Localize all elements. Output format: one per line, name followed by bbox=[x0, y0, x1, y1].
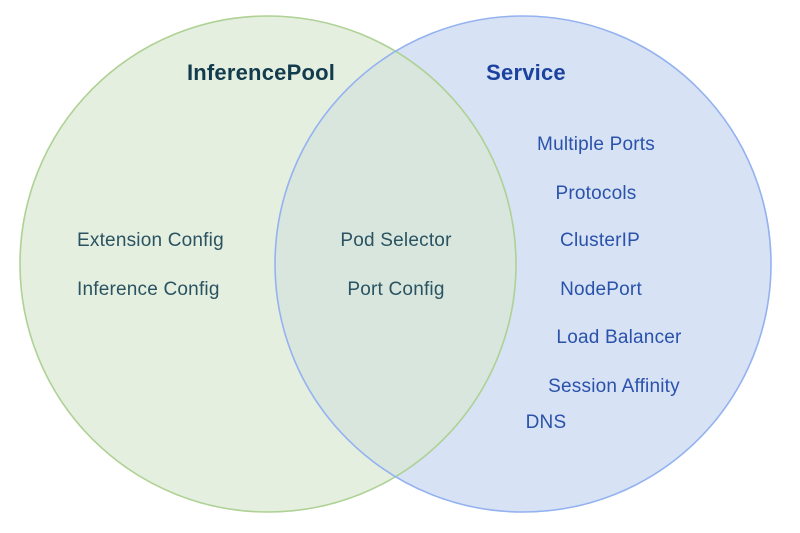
overlap-region bbox=[275, 16, 516, 512]
service-circle-outline bbox=[274, 15, 772, 513]
inference-pool-item: Extension Config bbox=[77, 230, 224, 251]
inference-pool-item: Inference Config bbox=[77, 279, 220, 300]
service-item: Load Balancer bbox=[556, 327, 682, 348]
service-item: Multiple Ports bbox=[537, 134, 655, 155]
inference-pool-circle-outline bbox=[19, 15, 517, 513]
service-item: NodePort bbox=[560, 279, 642, 300]
inference-pool-title: InferencePool bbox=[186, 60, 336, 85]
service-item: ClusterIP bbox=[560, 230, 640, 251]
service-title: Service bbox=[486, 60, 566, 85]
service-item: Session Affinity bbox=[548, 376, 680, 397]
overlap-item: Pod Selector bbox=[340, 230, 452, 251]
service-item: Protocols bbox=[555, 183, 637, 204]
service-item: DNS bbox=[525, 412, 567, 433]
overlap-item: Port Config bbox=[347, 279, 445, 300]
